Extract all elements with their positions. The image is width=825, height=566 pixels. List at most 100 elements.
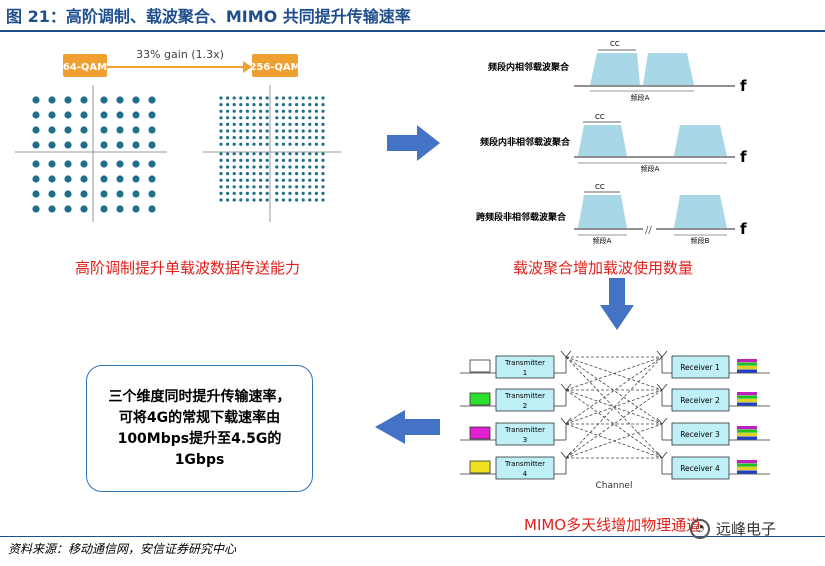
qam256-point (321, 103, 325, 107)
qam64-point (48, 126, 56, 134)
qam256-point (275, 165, 279, 169)
ca-row1-label: 频段内相邻载波聚合 (488, 61, 570, 73)
qam256-point (239, 96, 243, 100)
qam256-point (245, 198, 249, 202)
qam256-point (232, 122, 236, 126)
qam64-point (64, 96, 72, 104)
qam64-point (148, 190, 156, 198)
qam-gain-label: 33% gain (1.3x) (136, 48, 224, 61)
qam256-point (265, 191, 269, 195)
qam256-point (232, 129, 236, 133)
qam64-point (116, 111, 124, 119)
qam256-point (252, 109, 256, 113)
qam64-point (100, 160, 108, 168)
qam256-point (275, 103, 279, 107)
qam256-point (252, 116, 256, 120)
qam256-point (301, 178, 305, 182)
qam-64-label: 64-QAM (63, 62, 107, 73)
qam256-point (252, 198, 256, 202)
qam256-point (252, 165, 256, 169)
qam256-point (314, 96, 318, 100)
qam256-point (259, 103, 263, 107)
qam256-point (295, 152, 299, 156)
qam256-point (252, 152, 256, 156)
qam256-point (226, 109, 230, 113)
qam256-point (239, 165, 243, 169)
source-note: 资料来源：移动通信网，安信证券研究中心 (8, 542, 237, 556)
qam256-point (281, 152, 285, 156)
qam256-point (275, 191, 279, 195)
qam256-point (245, 152, 249, 156)
qam64-point (100, 175, 108, 183)
qam64-point (132, 141, 140, 149)
qam256-point (314, 142, 318, 146)
qam256-point (321, 142, 325, 146)
qam64-point (32, 126, 40, 134)
qam256-point (295, 116, 299, 120)
qam256-point (259, 136, 263, 140)
qam256-point (226, 158, 230, 162)
ca-row2-band-1 (578, 125, 627, 156)
qam256-point (226, 172, 230, 176)
transmitter-box (495, 388, 555, 412)
qam64-point (64, 175, 72, 183)
qam256-point (252, 103, 256, 107)
qam256-point (314, 122, 318, 126)
qam256-point (226, 129, 230, 133)
qam256-point (288, 158, 292, 162)
summary-line-1: 三个维度同时提升传输速率， (108, 388, 291, 405)
qam256-point (314, 198, 318, 202)
qam256-point (252, 136, 256, 140)
receiver-label: Receiver 1 (680, 363, 720, 372)
receiver-label: Receiver 3 (680, 430, 720, 439)
qam256-point (321, 109, 325, 113)
qam64-point (100, 111, 108, 119)
ca-row3-band-1 (578, 195, 627, 228)
qam256-point (281, 122, 285, 126)
qam256-point (226, 165, 230, 169)
qam256-point (239, 185, 243, 189)
qam256-point (295, 96, 299, 100)
mimo-channel-links (565, 356, 663, 459)
qam256-point (281, 109, 285, 113)
qam256-point (265, 136, 269, 140)
qam256-point (275, 172, 279, 176)
qam256-point (252, 96, 256, 100)
qam256-point (281, 191, 285, 195)
qam64-point (132, 126, 140, 134)
qam256-point (314, 136, 318, 140)
qam256-point (314, 172, 318, 176)
qam256-point (245, 158, 249, 162)
tx-antenna-icon (560, 383, 572, 391)
mimo-path (565, 356, 663, 459)
qam64-point (80, 96, 88, 104)
qam64-point (132, 160, 140, 168)
brand-logo: ◔ 远峰电子 (690, 518, 776, 539)
qam-gain-arrowhead (243, 61, 252, 73)
qam256-point (245, 165, 249, 169)
qam256-point (275, 178, 279, 182)
rx-output-stripe (737, 369, 757, 373)
qam256-point (288, 198, 292, 202)
rx-antenna-icon (656, 350, 668, 358)
qam256-point (314, 129, 318, 133)
qam64-point (32, 160, 40, 168)
qam64-point (116, 175, 124, 183)
qam64-point (64, 205, 72, 213)
qam256-point (259, 198, 263, 202)
transmitter-label: 3 (523, 436, 527, 444)
qam-256-label: 256-QAM (249, 62, 300, 73)
qam256-point (219, 96, 223, 100)
qam256-point (259, 158, 263, 162)
qam256-point (308, 178, 312, 182)
receiver-label: Receiver 4 (680, 464, 720, 473)
rx-output-stripe (737, 362, 757, 366)
qam256-point (321, 178, 325, 182)
qam256-point (281, 116, 285, 120)
qam64-point (100, 205, 108, 213)
carrier-agg-caption: 载波聚合增加载波使用数量 (513, 259, 694, 277)
qam256-point (314, 191, 318, 195)
qam64-point (64, 111, 72, 119)
qam64-point (148, 126, 156, 134)
qam256-point (281, 185, 285, 189)
